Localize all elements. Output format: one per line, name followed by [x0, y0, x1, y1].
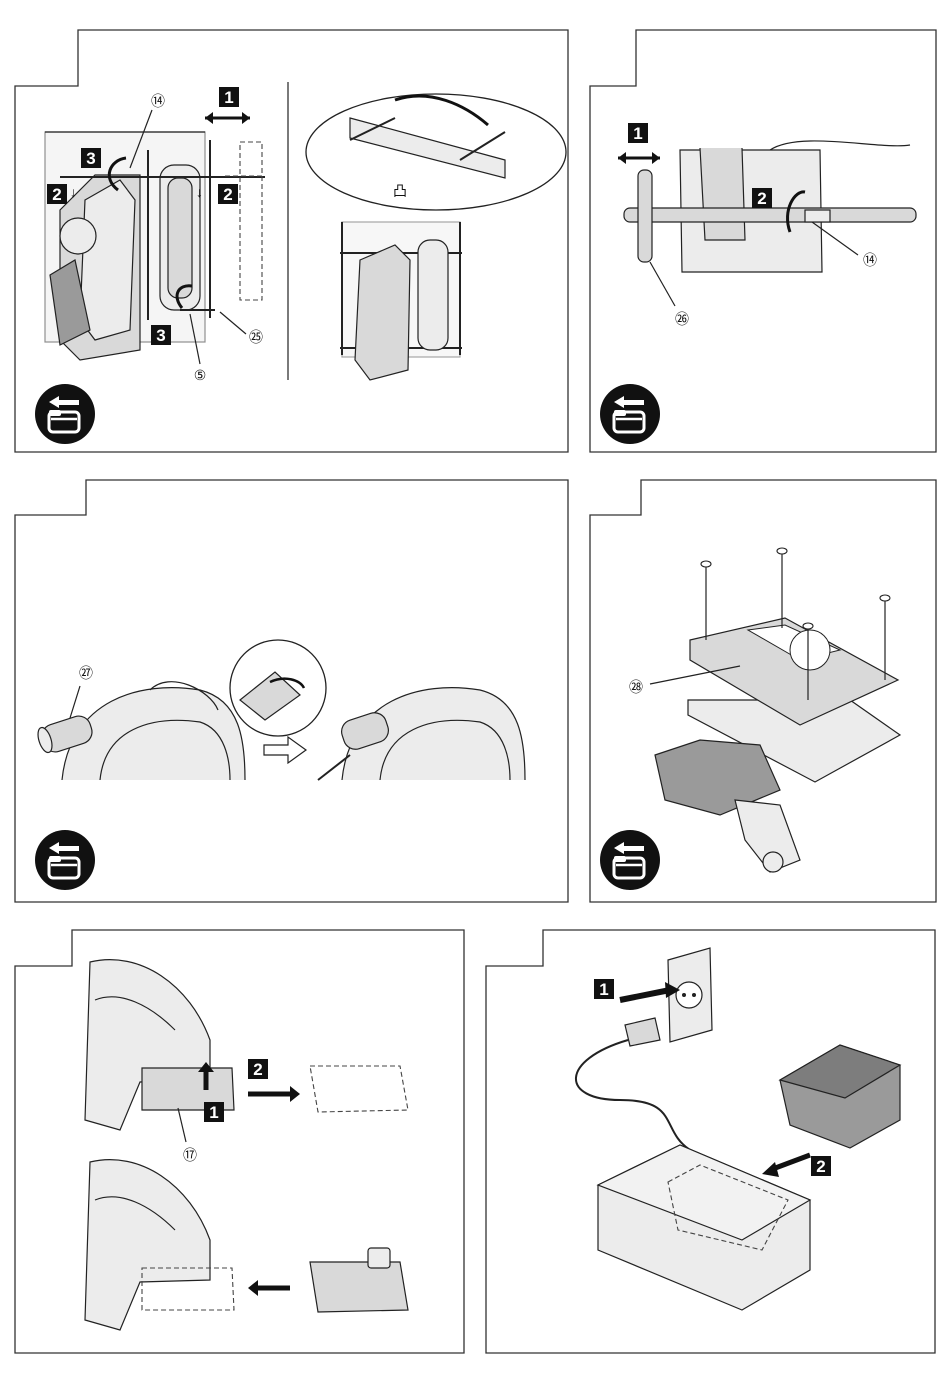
svg-text:1: 1 [209, 1103, 218, 1122]
step-label: 1 [594, 979, 614, 999]
callout-5: ⑤ [194, 367, 207, 383]
step-label: 2 [811, 1156, 831, 1176]
svg-text:2: 2 [757, 189, 766, 208]
battery-removal-icon [35, 384, 95, 444]
battery-removal-icon [35, 830, 95, 890]
step-label: 3 [81, 148, 101, 168]
panel-charger: 1 2 [486, 930, 935, 1353]
svg-text:2: 2 [223, 185, 232, 204]
svg-text:2: 2 [253, 1060, 262, 1079]
svg-text:2: 2 [816, 1157, 825, 1176]
step-label: 2 [248, 1059, 268, 1079]
svg-text:2: 2 [52, 185, 61, 204]
panel-guide-adjust: 1 2 2 3 3 ↓ ↓ ⑭ ㉕ ⑤ 凸 [15, 30, 568, 452]
callout-14: ⑭ [151, 93, 165, 109]
callout-27: ㉗ [79, 665, 93, 681]
callout-28: ㉘ [629, 679, 643, 695]
battery-removal-icon [600, 830, 660, 890]
callout-14: ⑭ [863, 252, 877, 268]
svg-text:1: 1 [599, 980, 608, 999]
svg-text:凸: 凸 [393, 183, 407, 199]
battery-removal-icon [600, 384, 660, 444]
callout-26: ㉖ [675, 311, 689, 327]
panel-dust-nozzle: ㉗ [15, 480, 568, 902]
step-label: 1 [204, 1102, 224, 1122]
step-label: 1 [219, 87, 239, 107]
panel-battery: 2 1 ⑰ [15, 930, 464, 1353]
step-label: 3 [151, 325, 171, 345]
svg-text:1: 1 [633, 124, 642, 143]
step-label: 2 [752, 188, 772, 208]
callout-25: ㉕ [249, 329, 263, 345]
svg-text:1: 1 [224, 88, 233, 107]
panel-base-plate: ㉘ [590, 480, 936, 902]
step-label: 1 [628, 123, 648, 143]
svg-text:3: 3 [86, 149, 95, 168]
callout-17: ⑰ [183, 1147, 197, 1163]
step-label: 2 [47, 184, 67, 204]
svg-text:↓: ↓ [196, 184, 203, 200]
panel-guide-clamp: 1 2 ⑭ ㉖ [590, 30, 936, 452]
svg-text:↓: ↓ [70, 184, 77, 200]
step-label: 2 [218, 184, 238, 204]
svg-text:3: 3 [156, 326, 165, 345]
